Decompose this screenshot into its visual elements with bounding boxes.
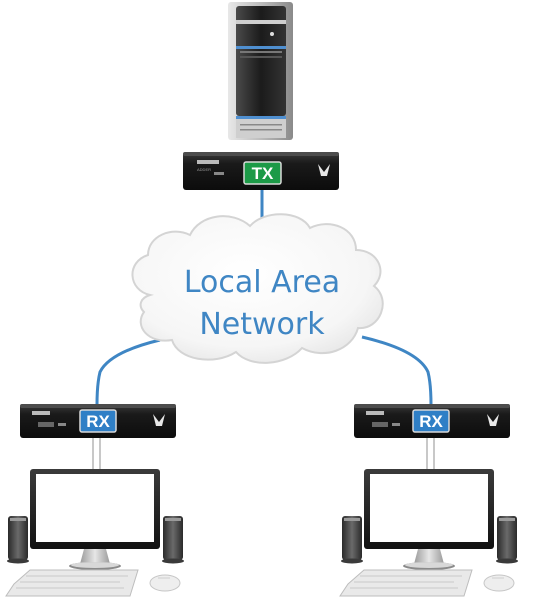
tx-label: TX	[252, 164, 274, 183]
monitor-icon	[364, 469, 494, 570]
cloud-icon: Local Area Network	[131, 213, 384, 364]
cable-network-to-rx-left	[95, 338, 161, 406]
tower-pc-icon	[228, 2, 293, 140]
mouse-icon	[483, 574, 515, 592]
speaker-icon	[341, 516, 363, 564]
keyboard-icon	[339, 569, 473, 597]
tx-device: ADDER TX	[183, 152, 339, 190]
speaker-icon	[162, 516, 184, 564]
rx-device-right: RX	[354, 404, 510, 438]
rx-device-left: RX	[20, 404, 176, 438]
monitor-icon	[30, 469, 160, 570]
adder-logo-icon	[318, 164, 330, 176]
adder-logo-icon	[487, 414, 499, 426]
mouse-icon	[149, 574, 181, 592]
svg-text:ADDER: ADDER	[197, 167, 211, 172]
workstation-left	[5, 469, 184, 597]
tx-badge: TX	[243, 161, 282, 185]
speaker-icon	[496, 516, 518, 564]
speaker-icon	[7, 516, 29, 564]
cloud-label-line1: Local Area	[184, 265, 340, 300]
workstation-right	[339, 469, 518, 597]
rx-left-label: RX	[86, 412, 110, 431]
cable-network-to-rx-right	[361, 335, 433, 406]
rx-left-badge: RX	[79, 409, 117, 433]
keyboard-icon	[5, 569, 139, 597]
cloud-label-line2: Network	[199, 307, 325, 342]
rx-right-label: RX	[419, 412, 443, 431]
rx-right-badge: RX	[412, 409, 450, 433]
adder-logo-icon	[153, 414, 165, 426]
cable-rx-right-to-monitor	[426, 438, 435, 470]
cable-rx-left-to-monitor	[92, 438, 101, 470]
